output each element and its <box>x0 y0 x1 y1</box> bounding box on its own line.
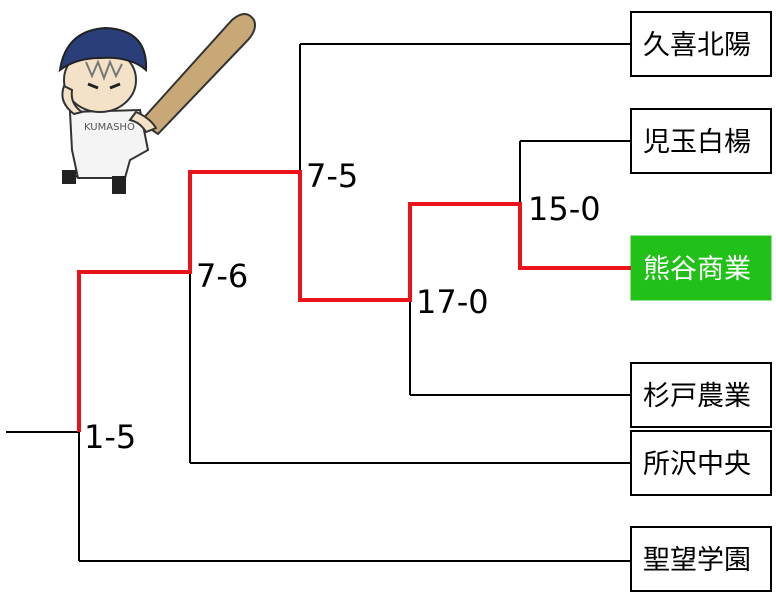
score-round1: 15-0 <box>528 190 601 228</box>
team-box-seibo: 聖望学園 <box>630 526 772 592</box>
score-round4: 7-6 <box>196 257 248 295</box>
jersey-text: KUMASHO <box>84 122 135 133</box>
team-name-kodama: 児玉白楊 <box>643 127 751 158</box>
team-box-tokorozawa: 所沢中央 <box>630 430 772 496</box>
team-box-kodama: 児玉白楊 <box>630 108 772 174</box>
team-box-kuki: 久喜北陽 <box>630 11 772 77</box>
team-name-sugito: 杉戸農業 <box>643 381 751 412</box>
team-name-kuki: 久喜北陽 <box>643 30 751 61</box>
team-name-seibo: 聖望学園 <box>643 545 751 576</box>
score-round2: 17-0 <box>416 283 489 321</box>
score-final: 1-5 <box>84 418 136 456</box>
baseball-player-mascot: KUMASHO <box>58 13 256 194</box>
team-box-sugito: 杉戸農業 <box>630 362 772 428</box>
team-name-tokorozawa: 所沢中央 <box>643 449 751 480</box>
winning-path-line <box>77 170 631 432</box>
score-round3: 7-5 <box>306 157 358 195</box>
team-name-kumagaya: 熊谷商業 <box>643 254 751 285</box>
team-box-kumagaya: 熊谷商業 <box>630 235 772 301</box>
